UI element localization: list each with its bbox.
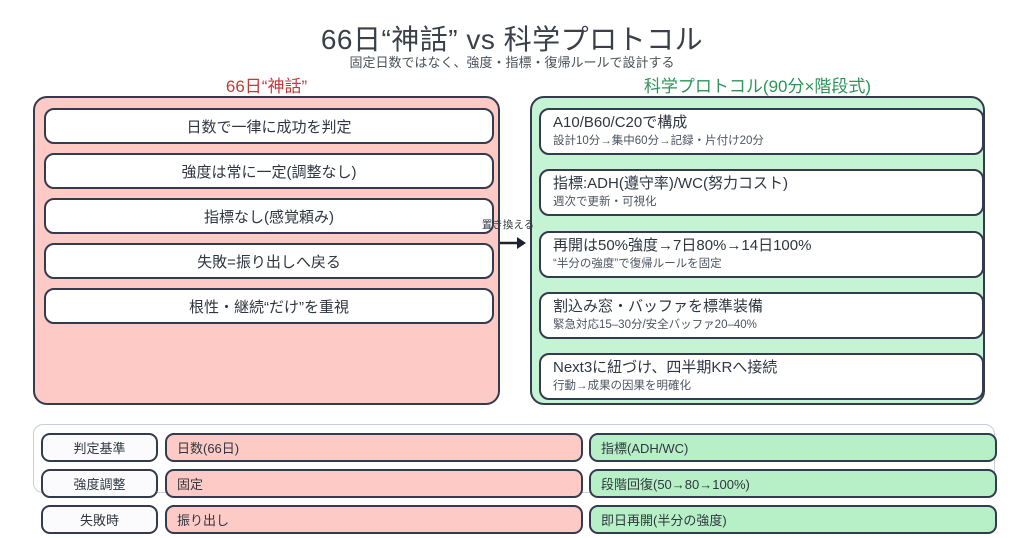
protocol-item-title: A10/B60/C20で構成	[553, 114, 688, 132]
protocol-item-desc: 週次で更新・可視化	[553, 195, 657, 208]
right-arrow-icon	[500, 237, 526, 249]
protocol-item: 指標:ADH(遵守率)/WC(努力コスト) 週次で更新・可視化	[539, 169, 984, 216]
protocol-item-desc: 行動→成果の因果を明確化	[553, 379, 691, 392]
protocol-item-desc: 緊急対応15–30分/安全バッファ20–40%	[553, 318, 757, 331]
page-subtitle: 固定日数ではなく、強度・指標・復帰ルールで設計する	[349, 55, 675, 70]
protocol-item-desc: 設計10分→集中60分→記録・片付け20分	[553, 134, 764, 147]
myth-item: 根性・継続“だけ”を重視	[44, 288, 494, 324]
protocol-item: A10/B60/C20で構成 設計10分→集中60分→記録・片付け20分	[539, 108, 984, 155]
myth-panel: 日数で一律に成功を判定 強度は常に一定(調整なし) 指標なし(感覚頼み) 失敗=…	[33, 96, 500, 405]
comparison-protocol-cell: 段階回復(50→80→100%)	[589, 469, 997, 498]
replace-arrow-label: 置き換える	[481, 219, 535, 231]
protocol-item-title: 割込み窓・バッファを標準装備	[553, 298, 764, 316]
protocol-item: 再開は50%強度→7日80%→14日100% “半分の強度”で復帰ルールを固定	[539, 231, 984, 278]
myth-item: 失敗=振り出しへ戻る	[44, 243, 494, 279]
page-title: 66日“神話” vs 科学プロトコル	[320, 24, 704, 55]
comparison-myth-cell: 固定	[165, 469, 583, 498]
protocol-item-title: Next3に紐づけ、四半期KRへ接続	[553, 359, 778, 377]
myth-item: 日数で一律に成功を判定	[44, 108, 494, 144]
protocol-item: Next3に紐づけ、四半期KRへ接続 行動→成果の因果を明確化	[539, 353, 984, 400]
myth-column-header: 66日“神話”	[225, 77, 308, 96]
protocol-item-desc: “半分の強度”で復帰ルールを固定	[553, 257, 722, 270]
myth-item: 指標なし(感覚頼み)	[44, 198, 494, 234]
protocol-item: 割込み窓・バッファを標準装備 緊急対応15–30分/安全バッファ20–40%	[539, 292, 984, 339]
protocol-column-header: 科学プロトコル(90分×階段式)	[643, 77, 872, 96]
comparison-protocol-cell: 即日再開(半分の強度)	[589, 505, 997, 534]
myth-item: 強度は常に一定(調整なし)	[44, 153, 494, 189]
comparison-protocol-cell: 指標(ADH/WC)	[589, 433, 997, 462]
protocol-item-title: 指標:ADH(遵守率)/WC(努力コスト)	[553, 175, 788, 193]
comparison-row-label: 失敗時	[41, 505, 158, 534]
protocol-item-title: 再開は50%強度→7日80%→14日100%	[553, 237, 812, 255]
protocol-panel: A10/B60/C20で構成 設計10分→集中60分→記録・片付け20分 指標:…	[530, 96, 985, 405]
comparison-row-label: 強度調整	[41, 469, 158, 498]
comparison-myth-cell: 振り出し	[165, 505, 583, 534]
comparison-row-label: 判定基準	[41, 433, 158, 462]
comparison-myth-cell: 日数(66日)	[165, 433, 583, 462]
